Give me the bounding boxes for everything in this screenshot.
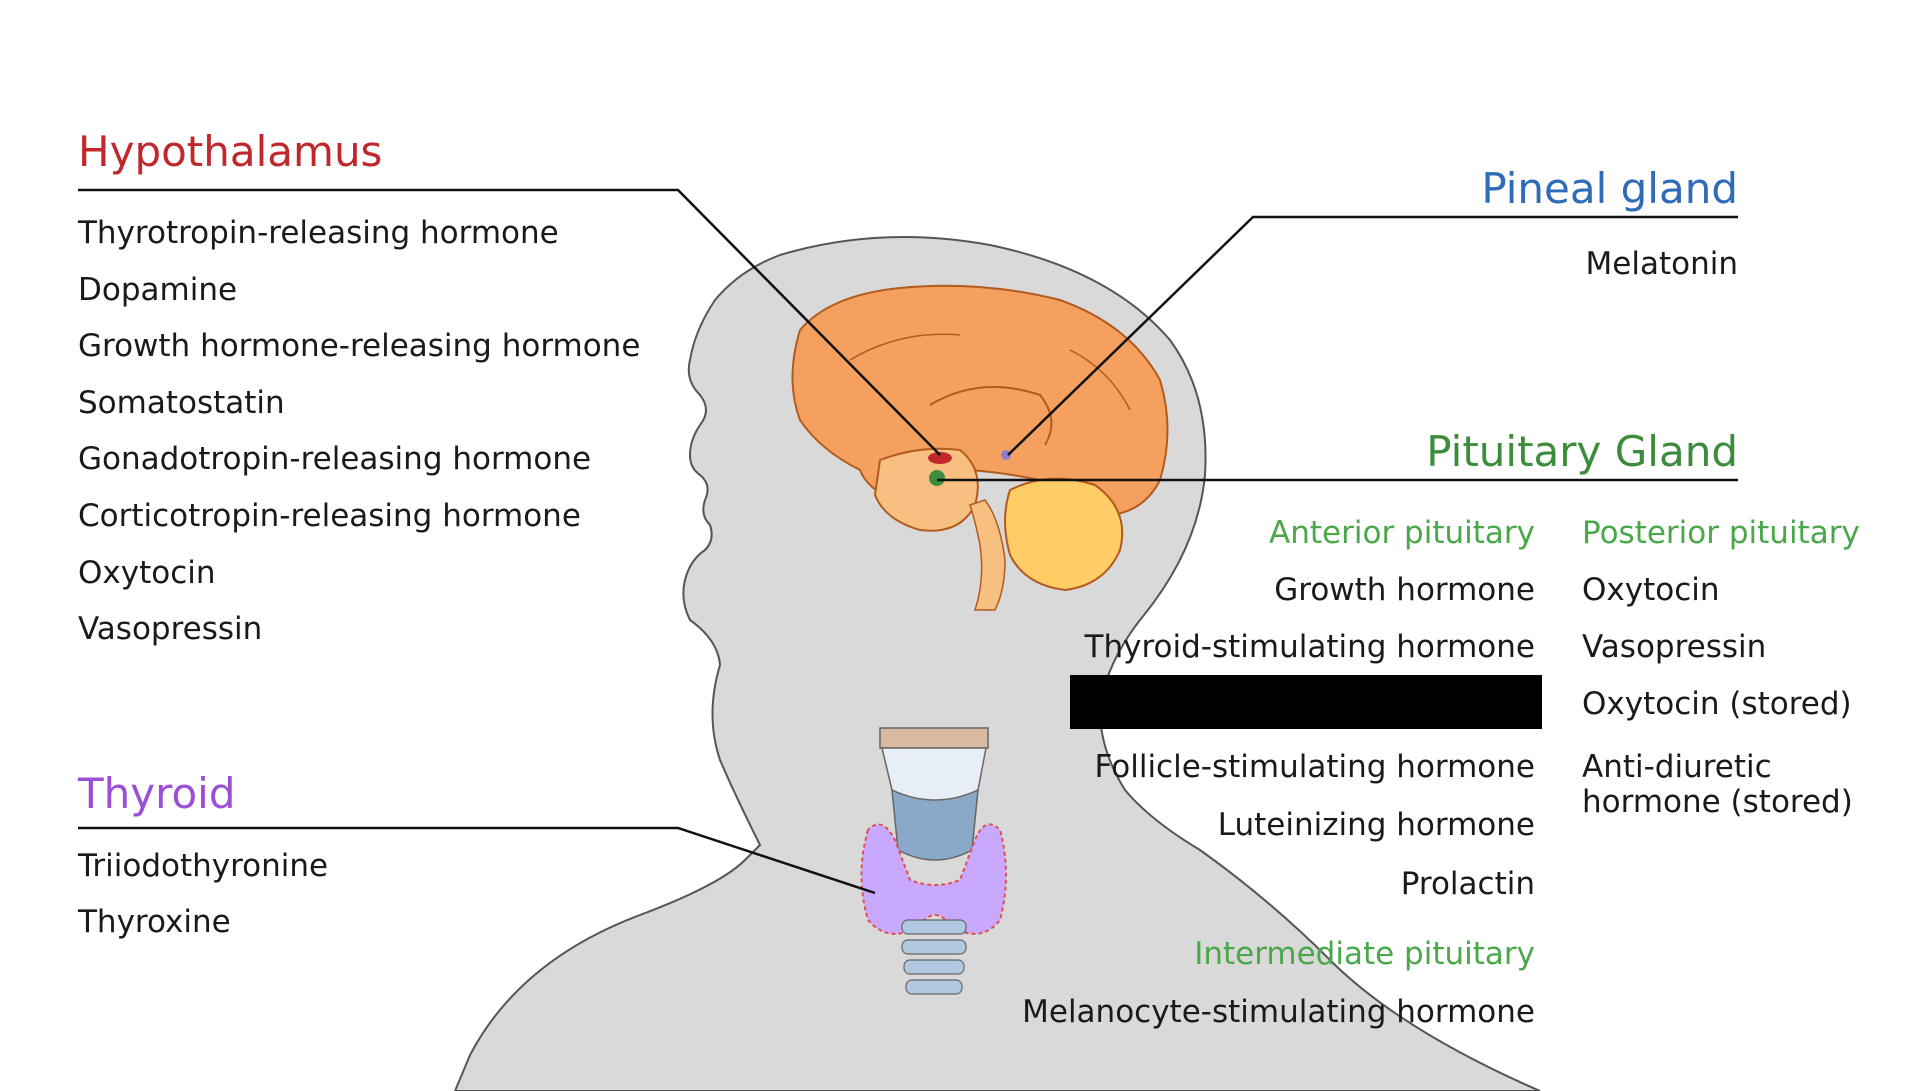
list-item: Oxytocin <box>78 555 216 591</box>
head-silhouette-icon <box>453 236 1541 1091</box>
anterior-item-prolactin: Prolactin <box>1400 866 1535 902</box>
thyroid-title: Thyroid <box>78 769 236 818</box>
anterior-pituitary-title: Anterior pituitary <box>1269 515 1535 551</box>
posterior-item-antidiuretic-line1: Anti-diuretic <box>1582 749 1772 785</box>
thyroid-leader-line <box>78 826 876 895</box>
intermediate-pituitary-title: Intermediate pituitary <box>1194 936 1535 972</box>
anterior-item-thyroid-stimulating: Thyroid-stimulating hormone <box>1084 629 1535 665</box>
intermediate-item-melanocyte: Melanocyte-stimulating hormone <box>1022 994 1535 1030</box>
posterior-item-oxytocin-stored: Oxytocin (stored) <box>1582 686 1852 722</box>
posterior-item-vasopressin: Vasopressin <box>1582 629 1767 665</box>
hypothalamus-title: Hypothalamus <box>78 127 383 176</box>
pineal-leader-line <box>1007 215 1738 456</box>
pituitary-title: Pituitary Gland <box>1426 427 1738 476</box>
posterior-pituitary-title: Posterior pituitary <box>1582 515 1860 551</box>
list-item: Vasopressin <box>78 611 263 647</box>
hypothalamus-leader-line <box>78 188 941 456</box>
anterior-item-growth: Growth hormone <box>1274 572 1535 608</box>
posterior-item-antidiuretic-line2: hormone (stored) <box>1582 784 1853 820</box>
list-item: Triiodothyronine <box>78 848 329 884</box>
pineal-hormone: Melatonin <box>1585 246 1738 282</box>
list-item: Thyroxine <box>78 904 231 940</box>
list-item: Somatostatin <box>78 385 285 421</box>
list-item: Thyrotropin-releasing hormone <box>78 215 559 251</box>
brain-icon <box>791 284 1169 611</box>
pineal-title: Pineal gland <box>1481 164 1738 213</box>
thyroid-gland-icon <box>860 727 1007 995</box>
list-item: Gonadotropin-releasing hormone <box>78 441 592 477</box>
anterior-item-follicle: Follicle-stimulating hormone <box>1094 749 1535 785</box>
redacted-block <box>1070 675 1542 729</box>
list-item: Dopamine <box>78 272 238 308</box>
posterior-item-oxytocin: Oxytocin <box>1582 572 1720 608</box>
anterior-item-luteinizing: Luteinizing hormone <box>1217 807 1535 843</box>
list-item: Growth hormone-releasing hormone <box>78 328 641 364</box>
list-item: Corticotropin-releasing hormone <box>78 498 581 534</box>
